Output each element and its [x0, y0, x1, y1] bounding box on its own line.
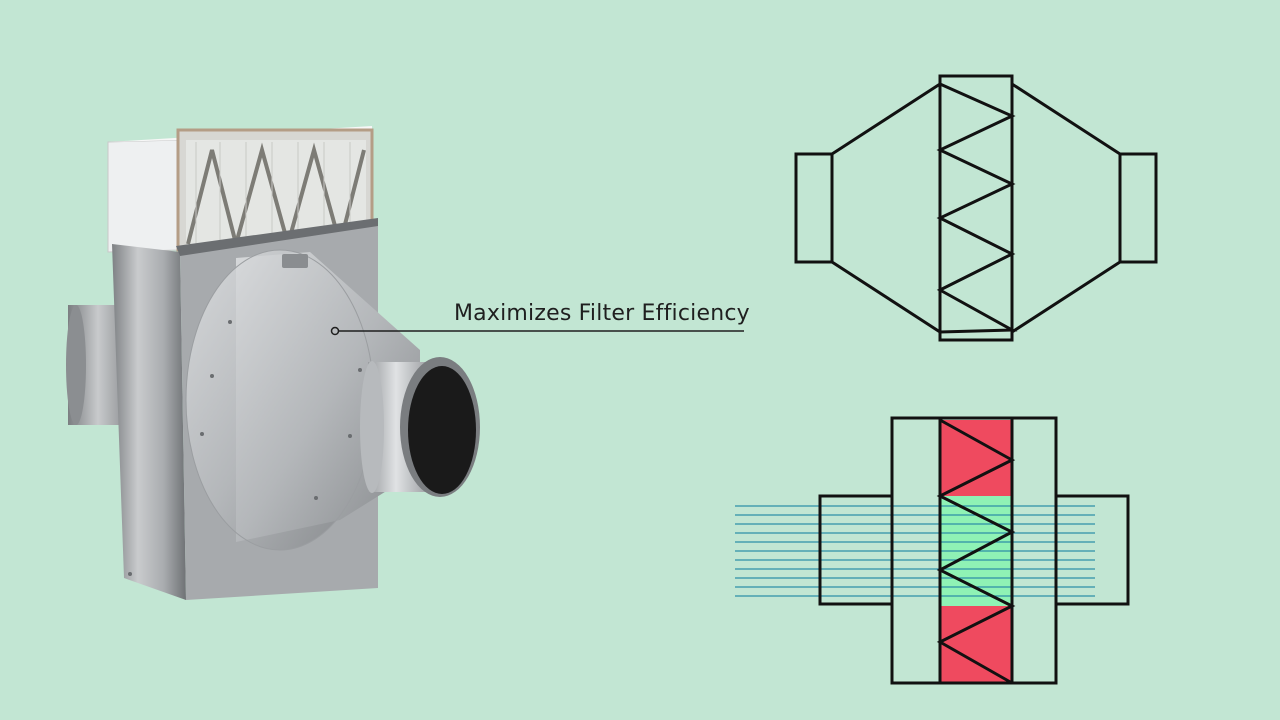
bottom-right-collar: [1054, 494, 1130, 606]
bottom-diagram: [735, 416, 1130, 685]
callout-pointer: [330, 326, 744, 336]
top-right-cone-upper: [1011, 82, 1121, 156]
filter-blocked-zone-top: [940, 420, 1012, 496]
callout-label: Maximizes Filter Efficiency: [454, 301, 750, 326]
top-right-collar: [1118, 152, 1158, 264]
filter-blocked-zone-bottom: [940, 606, 1012, 682]
top-filter-frame: [938, 74, 1014, 342]
top-left-cone-upper: [831, 82, 941, 156]
bottom-box: [890, 416, 1058, 685]
front-collar: [360, 357, 480, 497]
airflow-lines: [735, 505, 1095, 597]
top-right-cone-lower: [1011, 260, 1121, 334]
top-diagram: [794, 74, 1158, 342]
top-filter-pleats: [936, 82, 1018, 334]
product-image: [66, 126, 744, 600]
bottom-left-collar: [818, 494, 894, 606]
top-left-collar: [794, 152, 834, 264]
bottom-filter-pleats: [936, 418, 1016, 685]
top-left-cone-lower: [831, 260, 941, 334]
